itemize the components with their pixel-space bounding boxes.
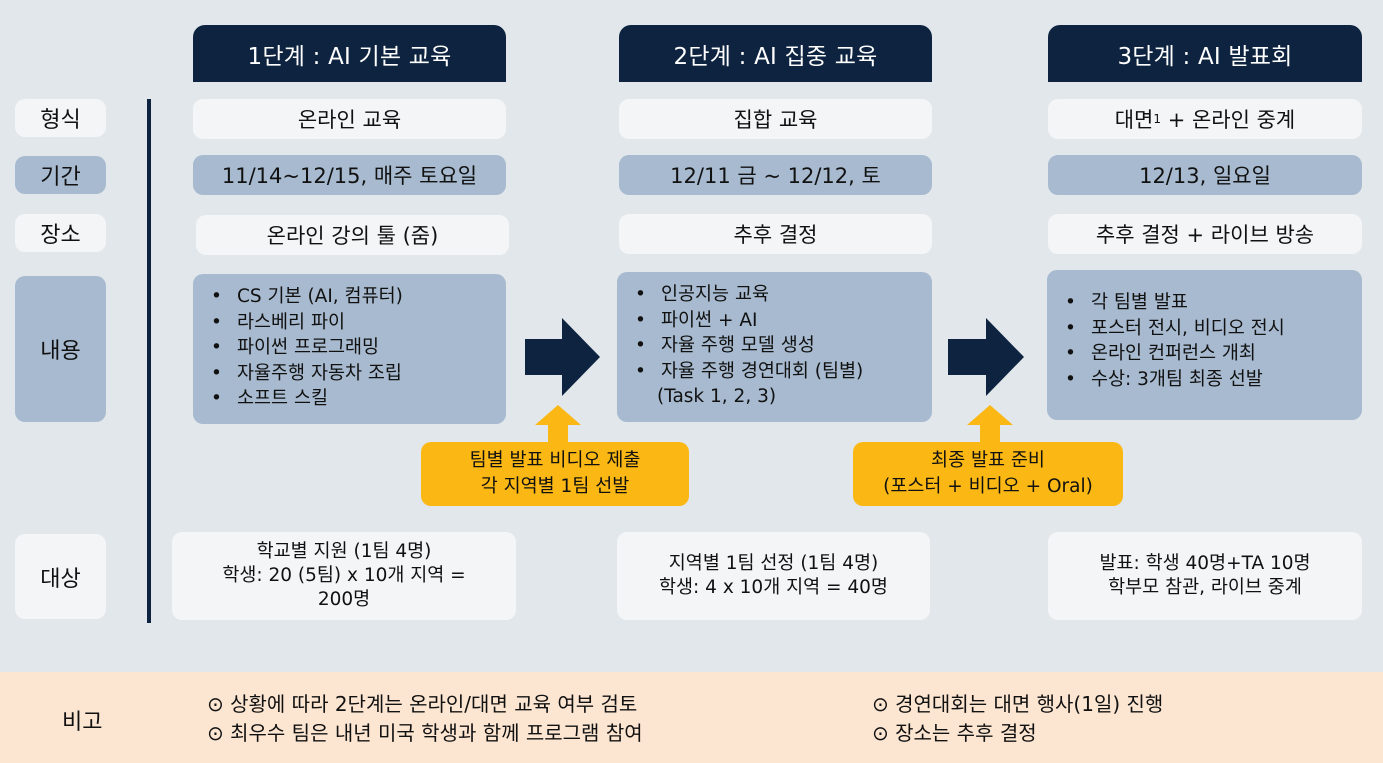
callout-line: (포스터 + 비디오 + Oral) xyxy=(883,476,1093,497)
row-label-content: 내용 xyxy=(15,276,106,422)
target-line: 발표: 학생 40명+TA 10명 xyxy=(1099,553,1311,574)
list-item: 파이썬 프로그래밍 xyxy=(211,335,506,361)
target-line: 학생: 4 x 10개 지역 = 40명 xyxy=(659,577,888,598)
list-item: 수상: 3개팀 최종 선발 xyxy=(1065,367,1362,393)
row-label-format: 형식 xyxy=(15,99,106,137)
target-line: 학생: 20 (5팀) x 10개 지역 = xyxy=(222,565,466,586)
stage1-period: 11/14~12/15, 매주 토요일 xyxy=(193,155,506,195)
stage3-period: 12/13, 일요일 xyxy=(1048,155,1362,195)
stage3-header: 3단계 : AI 발표회 xyxy=(1048,25,1362,82)
list-item: 파이썬 + AI xyxy=(635,308,932,334)
arrow-up-icon xyxy=(535,405,581,445)
notes-panel: 비고 ⊙ 상황에 따라 2단계는 온라인/대면 교육 여부 검토 ⊙ 최우수 팀… xyxy=(0,672,1383,763)
callout-line: 각 지역별 1팀 선발 xyxy=(480,476,630,497)
stage1-header: 1단계 : AI 기본 교육 xyxy=(193,25,506,82)
arrow-right-icon xyxy=(525,318,600,396)
stage3-format-main: 대면 xyxy=(1114,108,1154,132)
list-item: 온라인 컨퍼런스 개최 xyxy=(1065,341,1362,367)
callout-final-prep: 최종 발표 준비 (포스터 + 비디오 + Oral) xyxy=(853,442,1123,506)
stage3-format-rest: + 온라인 중계 xyxy=(1161,108,1296,132)
callout-line: 팀별 발표 비디오 제출 xyxy=(469,450,641,471)
stage1-place: 온라인 강의 툴 (줌) xyxy=(196,215,509,255)
row-label-target: 대상 xyxy=(15,534,106,619)
callout-line: 최종 발표 준비 xyxy=(931,450,1045,471)
list-item: 자율주행 자동차 조립 xyxy=(211,361,506,387)
list-item: 자율 주행 경연대회 (팀별) xyxy=(635,359,932,385)
stage2-period: 12/11 금 ~ 12/12, 토 xyxy=(619,155,932,195)
note-item: ⊙ 장소는 추후 결정 xyxy=(872,721,1037,745)
arrow-right-icon xyxy=(948,318,1024,396)
target-line: 학부모 참관, 라이브 중계 xyxy=(1108,577,1302,598)
notes-label: 비고 xyxy=(62,710,103,735)
note-item: ⊙ 경연대회는 대면 행사(1일) 진행 xyxy=(872,692,1164,716)
list-item-continuation: (Task 1, 2, 3) xyxy=(657,386,777,407)
stage3-target: 발표: 학생 40명+TA 10명 학부모 참관, 라이브 중계 xyxy=(1048,532,1362,620)
footnote-marker: 1 xyxy=(1153,112,1162,126)
stage2-target: 지역별 1팀 선정 (1팀 4명) 학생: 4 x 10개 지역 = 40명 xyxy=(617,532,930,620)
stage1-target: 학교별 지원 (1팀 4명) 학생: 20 (5팀) x 10개 지역 = 20… xyxy=(172,532,516,620)
row-label-period: 기간 xyxy=(15,156,106,194)
stage2-place: 추후 결정 xyxy=(619,214,932,254)
note-item: ⊙ 상황에 따라 2단계는 온라인/대면 교육 여부 검토 xyxy=(207,692,638,716)
stage2-header: 2단계 : AI 집중 교육 xyxy=(619,25,932,82)
vertical-divider xyxy=(147,99,151,623)
list-item: 자율 주행 모델 생성 xyxy=(635,333,932,359)
callout-video-submission: 팀별 발표 비디오 제출 각 지역별 1팀 선발 xyxy=(421,442,689,506)
row-label-place: 장소 xyxy=(15,214,106,252)
list-item: 라스베리 파이 xyxy=(211,310,506,336)
stage3-content: 각 팀별 발표 포스터 전시, 비디오 전시 온라인 컨퍼런스 개최 수상: 3… xyxy=(1047,270,1362,420)
list-item: 인공지능 교육 xyxy=(635,282,932,308)
list-item: 소프트 스킬 xyxy=(211,386,506,412)
note-item: ⊙ 최우수 팀은 내년 미국 학생과 함께 프로그램 참여 xyxy=(207,721,643,745)
list-item: 각 팀별 발표 xyxy=(1065,290,1362,316)
target-line: 학교별 지원 (1팀 4명) xyxy=(256,541,432,562)
stage2-format: 집합 교육 xyxy=(619,99,932,139)
stage1-format: 온라인 교육 xyxy=(193,99,506,139)
stage1-content: CS 기본 (AI, 컴퓨터) 라스베리 파이 파이썬 프로그래밍 자율주행 자… xyxy=(193,274,506,424)
arrow-up-icon xyxy=(967,405,1013,445)
stage2-content: 인공지능 교육 파이썬 + AI 자율 주행 모델 생성 자율 주행 경연대회 … xyxy=(617,272,932,422)
target-line: 200명 xyxy=(317,589,371,610)
stage3-place: 추후 결정 + 라이브 방송 xyxy=(1048,214,1362,254)
list-item: CS 기본 (AI, 컴퓨터) xyxy=(211,284,506,310)
list-item: 포스터 전시, 비디오 전시 xyxy=(1065,316,1362,342)
target-line: 지역별 1팀 선정 (1팀 4명) xyxy=(668,553,879,574)
